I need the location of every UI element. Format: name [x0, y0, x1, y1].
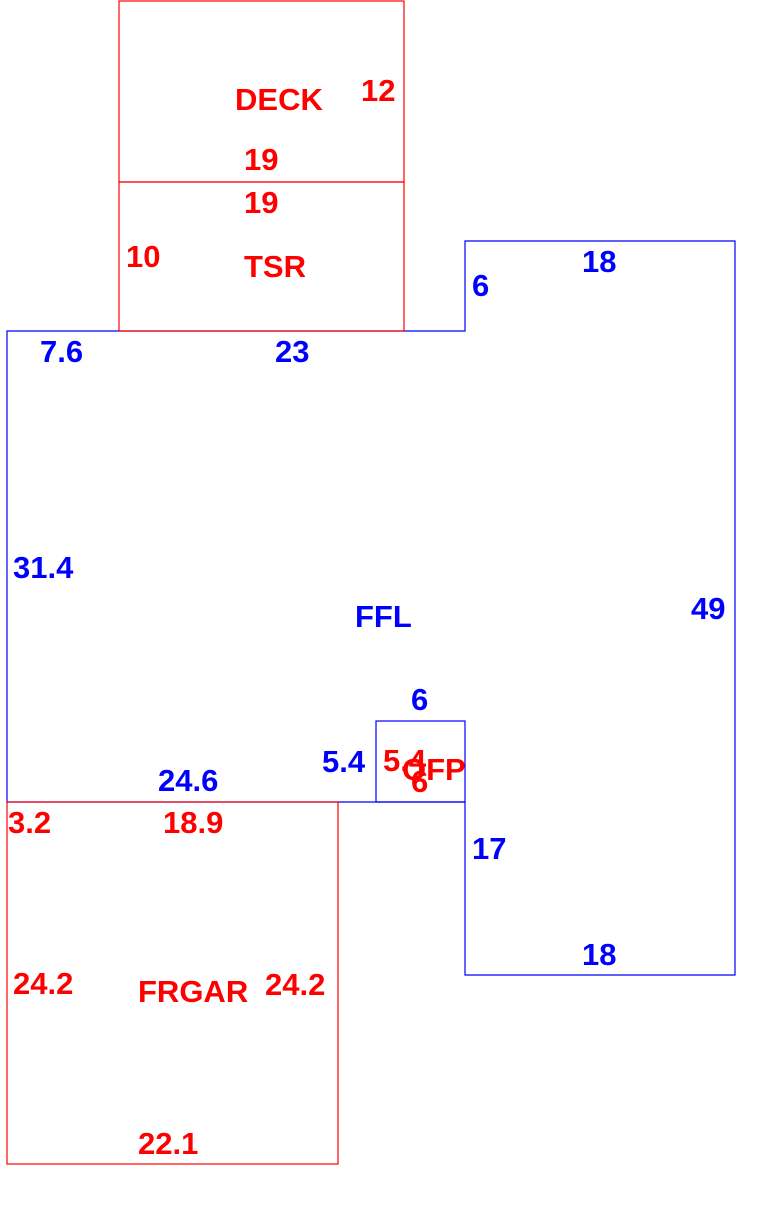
frgar-corner-dimension: 3.2 — [8, 805, 51, 840]
ofp-name-label: OFP — [402, 752, 466, 787]
ffl-wing-bottom-dimension: 18 — [582, 937, 616, 972]
deck-name-label: DECK — [235, 82, 323, 117]
ffl-wing-step-dimension: 6 — [472, 268, 489, 303]
frgar-left-dimension: 24.2 — [13, 966, 73, 1001]
ffl-right-side-dimension: 49 — [691, 591, 725, 626]
tsr-edge-dimension: 19 — [244, 185, 278, 220]
tsr-outline — [118, 181, 405, 332]
ofp-bottom-dimension: 6 — [411, 764, 428, 799]
ffl-name-label: FFL — [355, 599, 412, 634]
deck-side-dimension: 12 — [361, 73, 395, 108]
ofp-side-dimension: 5.4 — [383, 743, 427, 778]
frgar-right-dimension: 24.2 — [265, 967, 325, 1002]
ofp-outline — [375, 720, 466, 803]
ffl-wing-lower-side-dimension: 17 — [472, 831, 506, 866]
tsr-name-label: TSR — [244, 249, 306, 284]
tsr-side-dimension: 10 — [126, 239, 160, 274]
ffl-bottom-left-dimension: 24.6 — [158, 763, 218, 798]
ffl-left-top-dimension: 7.6 — [40, 334, 83, 369]
frgar-name-label: FRGAR — [138, 974, 248, 1009]
ffl-notch-top-dimension: 6 — [411, 682, 428, 717]
deck-edge-dimension: 19 — [244, 142, 278, 177]
frgar-top-dimension: 18.9 — [163, 805, 223, 840]
ffl-center-top-dimension: 23 — [275, 334, 309, 369]
ffl-wing-top-dimension: 18 — [582, 244, 616, 279]
frgar-bottom-dimension: 22.1 — [138, 1126, 198, 1161]
ffl-notch-side-dimension: 5.4 — [322, 744, 366, 779]
ffl-left-side-dimension: 31.4 — [13, 550, 74, 585]
frgar-outline — [6, 801, 339, 1165]
